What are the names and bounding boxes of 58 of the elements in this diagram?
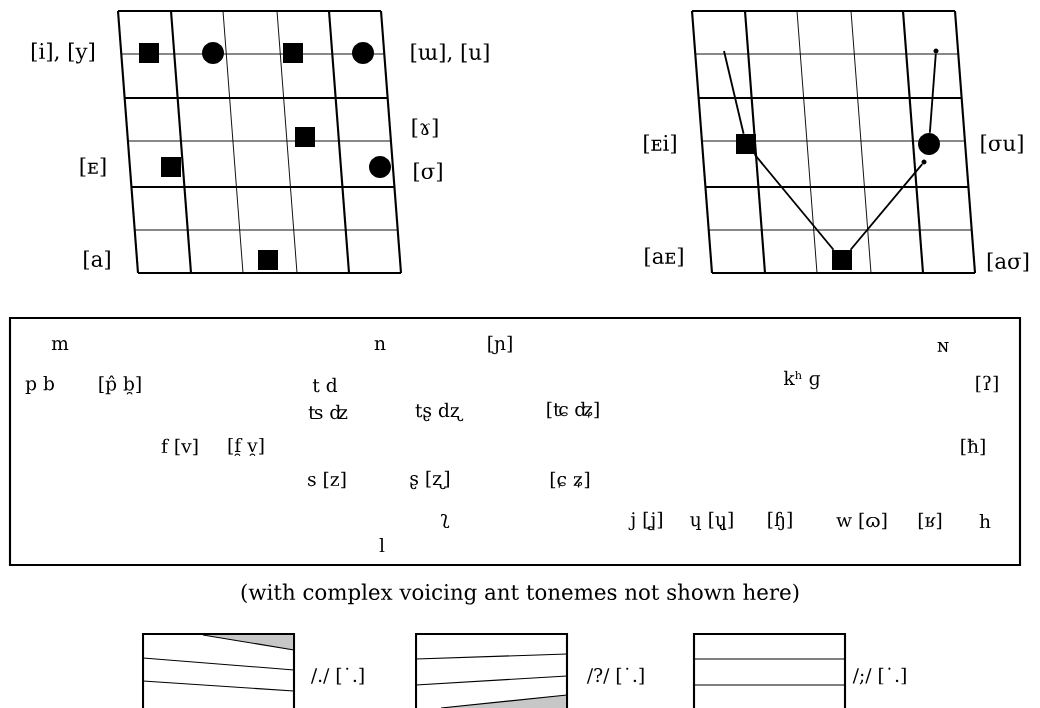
circle-marker (202, 42, 224, 64)
tone-box (692, 632, 847, 708)
tone-label: /;/ [˙.] (852, 667, 906, 685)
phoneme-text: s [z] (308, 471, 346, 489)
square-marker (283, 43, 303, 63)
phoneme-text: m (51, 340, 69, 350)
phoneme-text: [ʨ ʥ] (547, 401, 599, 419)
phoneme-text: [f̯ v̯] (228, 437, 264, 457)
phoneme-text: ɥ [ɥ̢] (690, 511, 733, 531)
circle-marker (369, 156, 391, 178)
phoneme-text: kʰ ɡ (783, 370, 821, 390)
phoneme-text: j [ʝ] (628, 511, 662, 531)
square-marker (832, 250, 852, 270)
glide-line (753, 153, 835, 251)
phoneme-text: ʅ (441, 513, 450, 528)
vowel-label: [σ] (414, 162, 442, 182)
phoneme-text: [ħ] (961, 438, 985, 456)
phoneme-text: l (379, 537, 385, 553)
vowel-label: [i], [y] (32, 42, 94, 64)
phoneme-text: h (979, 513, 991, 529)
vowel-label: [ᴇi] (644, 134, 676, 154)
phoneme-text: [ɕ ʑ] (550, 471, 590, 489)
vowel-label: [ɯ], [u] (411, 43, 489, 63)
phoneme-text: [ʁ] (918, 512, 942, 530)
glide-line (849, 163, 924, 251)
vowel-label: [aᴇ] (645, 247, 683, 267)
phoneme-text: p b (25, 376, 54, 395)
vowel-label: [a] (84, 250, 110, 270)
caption: (with complex voicing ant tonemes not shown here) (241, 583, 799, 605)
glide-line (723, 50, 745, 135)
phoneme-text: t d (312, 377, 338, 393)
phoneme-text: tʂ dʐ (415, 402, 464, 422)
phoneme-text: [p̂ b̯] (99, 375, 141, 395)
circle-marker (918, 133, 940, 155)
phoneme-text: w [ɷ] (836, 512, 887, 530)
square-marker (258, 250, 278, 270)
phoneme-text: ʂ [ʐ] (410, 470, 449, 490)
glide-line (928, 52, 937, 134)
tone-box (141, 632, 296, 708)
tone-box (414, 632, 569, 708)
phoneme-text: [ɧ] (768, 511, 792, 531)
circle-marker (352, 42, 374, 64)
phoneme-text: [ɲ] (488, 335, 512, 355)
tone-label: /./ [˙.] (310, 667, 364, 685)
square-marker (736, 134, 756, 154)
square-marker (295, 127, 315, 147)
phoneme-text: ɴ (937, 342, 949, 352)
vowel-label: [σu] (981, 134, 1023, 154)
square-marker (139, 43, 159, 63)
phoneme-text: n (374, 340, 386, 350)
tone-label: /?/ [˙.] (586, 667, 644, 685)
phoneme-text: ʦ ʣ (308, 404, 348, 420)
vowel-label: [ɤ] (412, 118, 438, 138)
vowel-label: [aσ] (987, 252, 1029, 272)
phoneme-text: [ʔ] (976, 375, 998, 393)
square-marker (161, 157, 181, 177)
vowel-label: [ᴇ] (80, 157, 106, 177)
phoneme-text: f [v] (161, 438, 198, 456)
